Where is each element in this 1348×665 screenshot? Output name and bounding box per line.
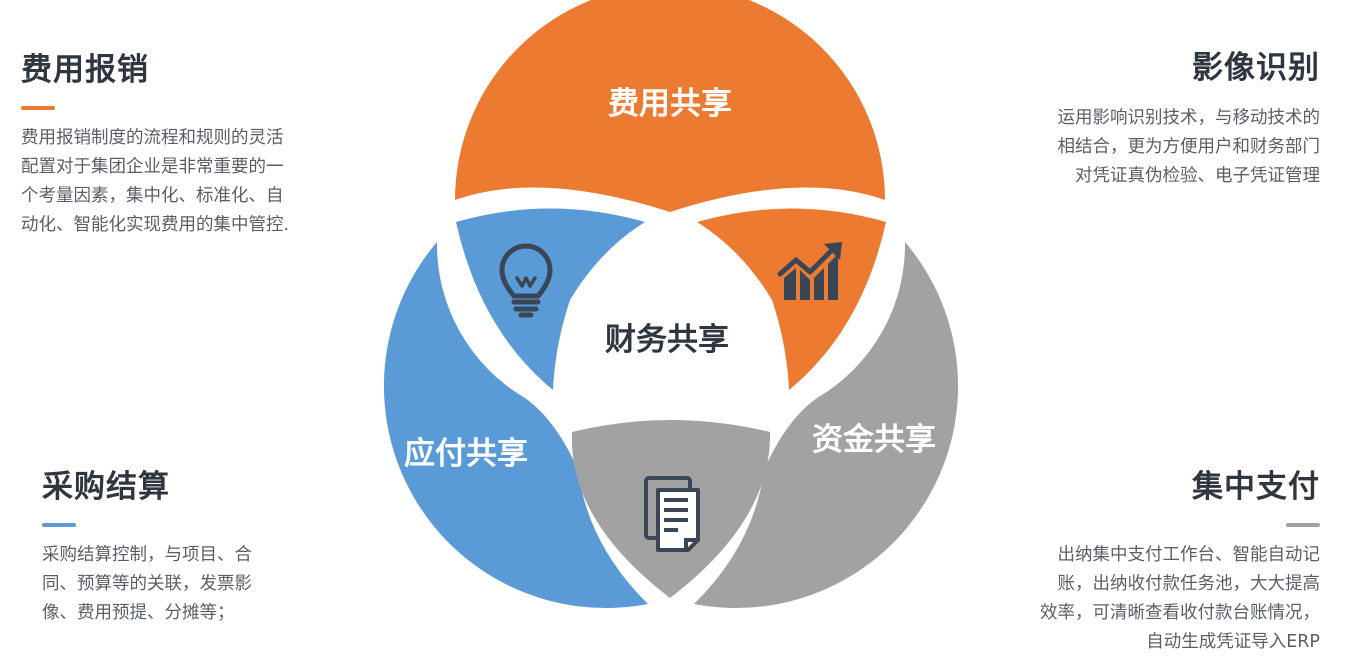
expense-reimbursement-text: 费用报销制度的流程和规则的灵活 配置对于集团企业是非常重要的一 个考量因素，集中… [21, 128, 290, 235]
expense-reimbursement-title: 费用报销 [21, 52, 149, 88]
growth-chart-icon [777, 242, 842, 300]
label-expense-sharing: 费用共享 [608, 86, 732, 122]
title-underline [21, 106, 55, 110]
centralized-payment-title: 集中支付 [1192, 469, 1320, 505]
purchase-settlement-block: 采购结算 采购结算控制，与项目、合 同、预算等的关联，发票影 像、费用预提、分摊… [42, 467, 312, 628]
label-funds-sharing: 资金共享 [812, 422, 936, 458]
segment-top-expense-sharing [455, 0, 885, 212]
purchase-settlement-text: 采购结算控制，与项目、合 同、预算等的关联，发票影 像、费用预提、分摊等； [42, 545, 252, 623]
label-finance-sharing-center: 财务共享 [605, 322, 729, 358]
expense-reimbursement-block: 费用报销 费用报销制度的流程和规则的灵活 配置对于集团企业是非常重要的一 个考量… [21, 50, 351, 240]
segment-right-funds-sharing [694, 242, 959, 609]
title-underline [1286, 523, 1320, 527]
document-icon [644, 476, 700, 552]
image-recognition-title: 影像识别 [1192, 50, 1320, 86]
centralized-payment-text: 出纳集中支付工作台、智能自动记 账，出纳收付款任务池，大大提高 效率，可清晰查看… [1040, 545, 1320, 652]
image-recognition-text: 运用影响识别技术，与移动技术的 相结合，更为方便用户和财务部门 对凭证真伪检验、… [1057, 108, 1321, 186]
title-underline [42, 523, 76, 527]
purchase-settlement-title: 采购结算 [42, 469, 170, 505]
lens-top-left [456, 208, 645, 390]
label-payables-sharing: 应付共享 [404, 436, 528, 472]
segment-left-payables-sharing [383, 242, 648, 609]
centralized-payment-block: 集中支付 出纳集中支付工作台、智能自动记 账，出纳收付款任务池，大大提高 效率，… [990, 467, 1320, 657]
image-recognition-block: 影像识别 运用影响识别技术，与移动技术的 相结合，更为方便用户和财务部门 对凭证… [990, 48, 1321, 191]
lightbulb-icon [499, 243, 553, 318]
